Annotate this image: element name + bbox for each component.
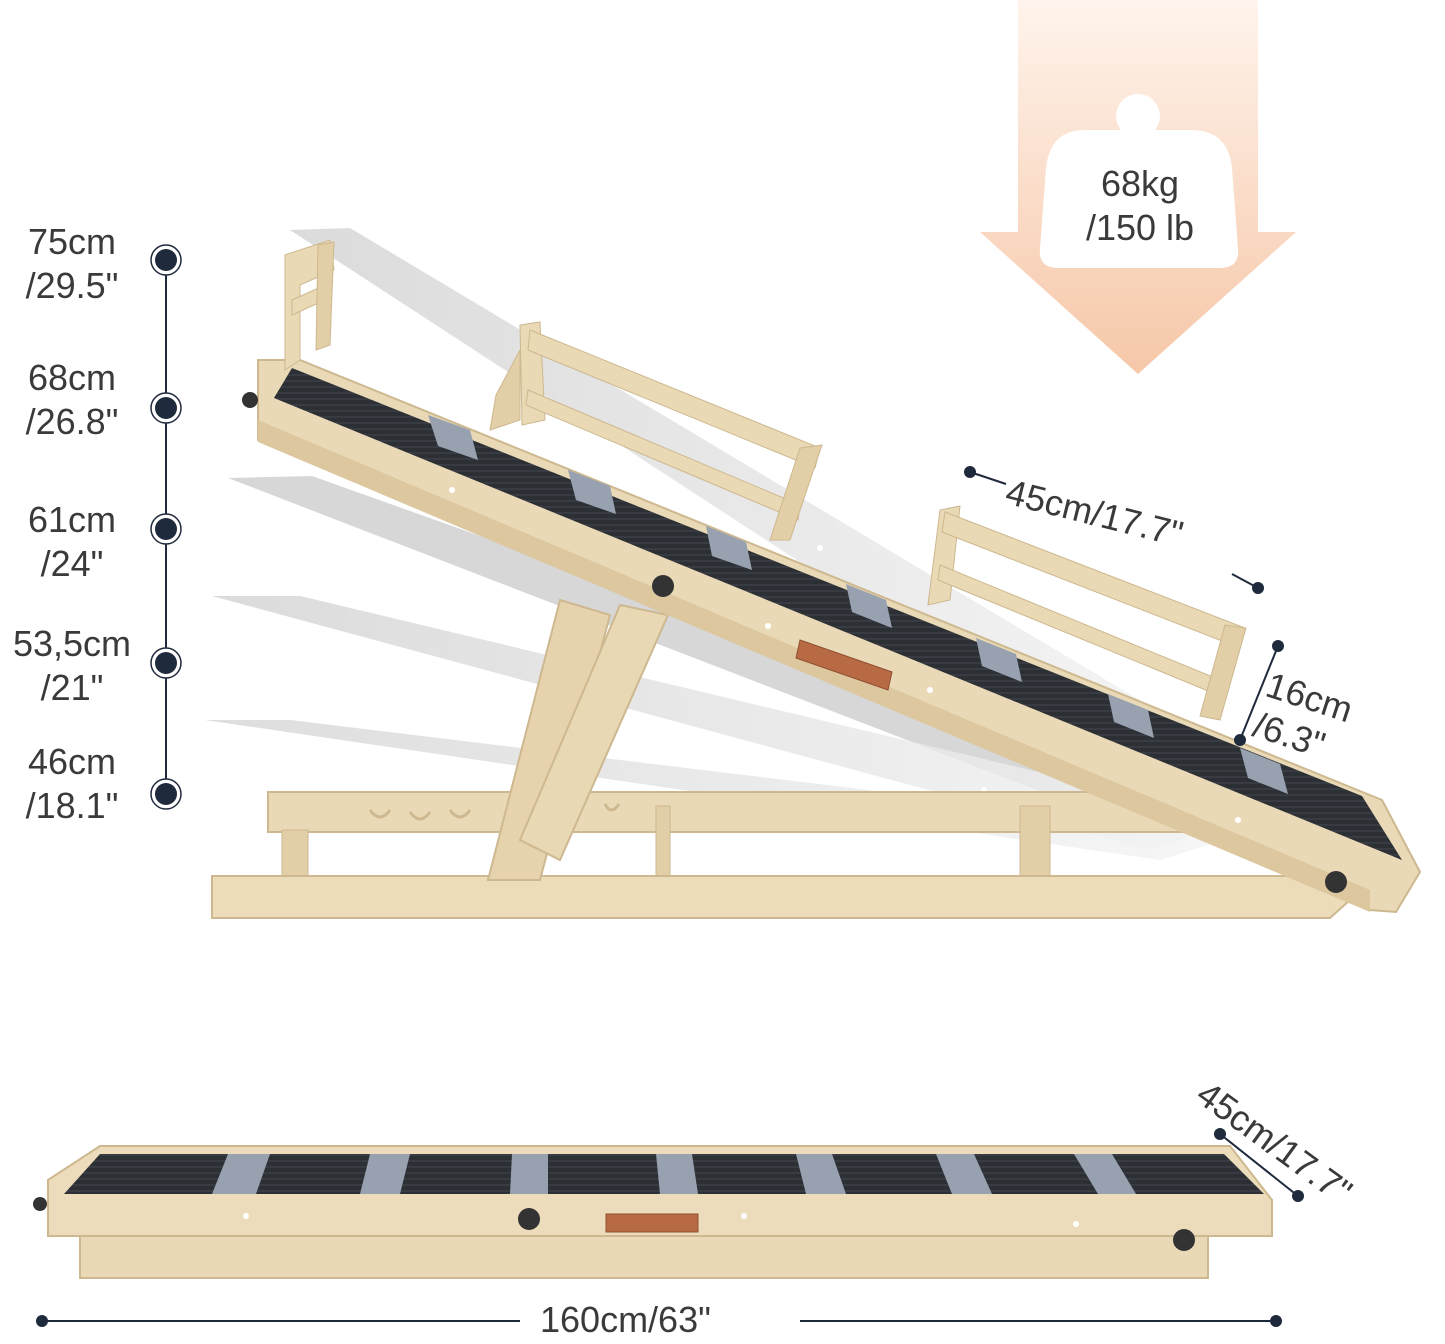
adjust-knob-icon: [652, 575, 674, 597]
height-label-61: 61cm /24": [0, 498, 152, 586]
load-arrow-icon: [980, 0, 1296, 374]
adjust-knob-icon: [1325, 871, 1347, 893]
height-marker-dot: [150, 647, 182, 679]
adjust-knob-icon: [1173, 1229, 1195, 1251]
inclined-ramp: [242, 239, 1422, 914]
height-scale: [150, 244, 182, 810]
height-label-in: /26.8": [25, 401, 119, 442]
height-marker-dot: [150, 513, 182, 545]
height-label-cm: 61cm: [27, 499, 117, 540]
max-load-label: 68kg /150 lb: [1040, 162, 1240, 250]
height-marker-dot: [150, 244, 182, 276]
height-label-in: /21": [40, 667, 104, 708]
ramp-length-label: 160cm/63": [540, 1299, 711, 1340]
height-label-cm: 53,5cm: [12, 623, 132, 664]
height-marker-dot: [150, 392, 182, 424]
max-load-lb: /150 lb: [1085, 207, 1195, 248]
height-label-cm: 75cm: [27, 221, 117, 262]
dimension-lines: [36, 466, 1304, 1327]
height-label-75: 75cm /29.5": [0, 220, 152, 308]
height-marker-dot: [150, 778, 182, 810]
ramp-side-rails: [489, 321, 1247, 721]
height-label-in: /29.5": [25, 265, 119, 306]
height-label-68: 68cm /26.8": [0, 356, 152, 444]
carry-handle-icon: [795, 639, 893, 691]
height-label-in: /18.1": [25, 785, 119, 826]
height-label-53-5: 53,5cm /21": [0, 622, 152, 710]
height-label-cm: 68cm: [27, 357, 117, 398]
max-load-kg: 68kg: [1100, 163, 1180, 204]
adjust-knob-icon: [518, 1208, 540, 1230]
height-label-cm: 46cm: [27, 741, 117, 782]
height-label-in: /24": [40, 543, 104, 584]
carry-handle-icon: [605, 1213, 699, 1233]
ramp-support-legs: [486, 598, 670, 881]
height-label-46: 46cm /18.1": [0, 740, 152, 828]
folded-ramp: [33, 1145, 1273, 1279]
